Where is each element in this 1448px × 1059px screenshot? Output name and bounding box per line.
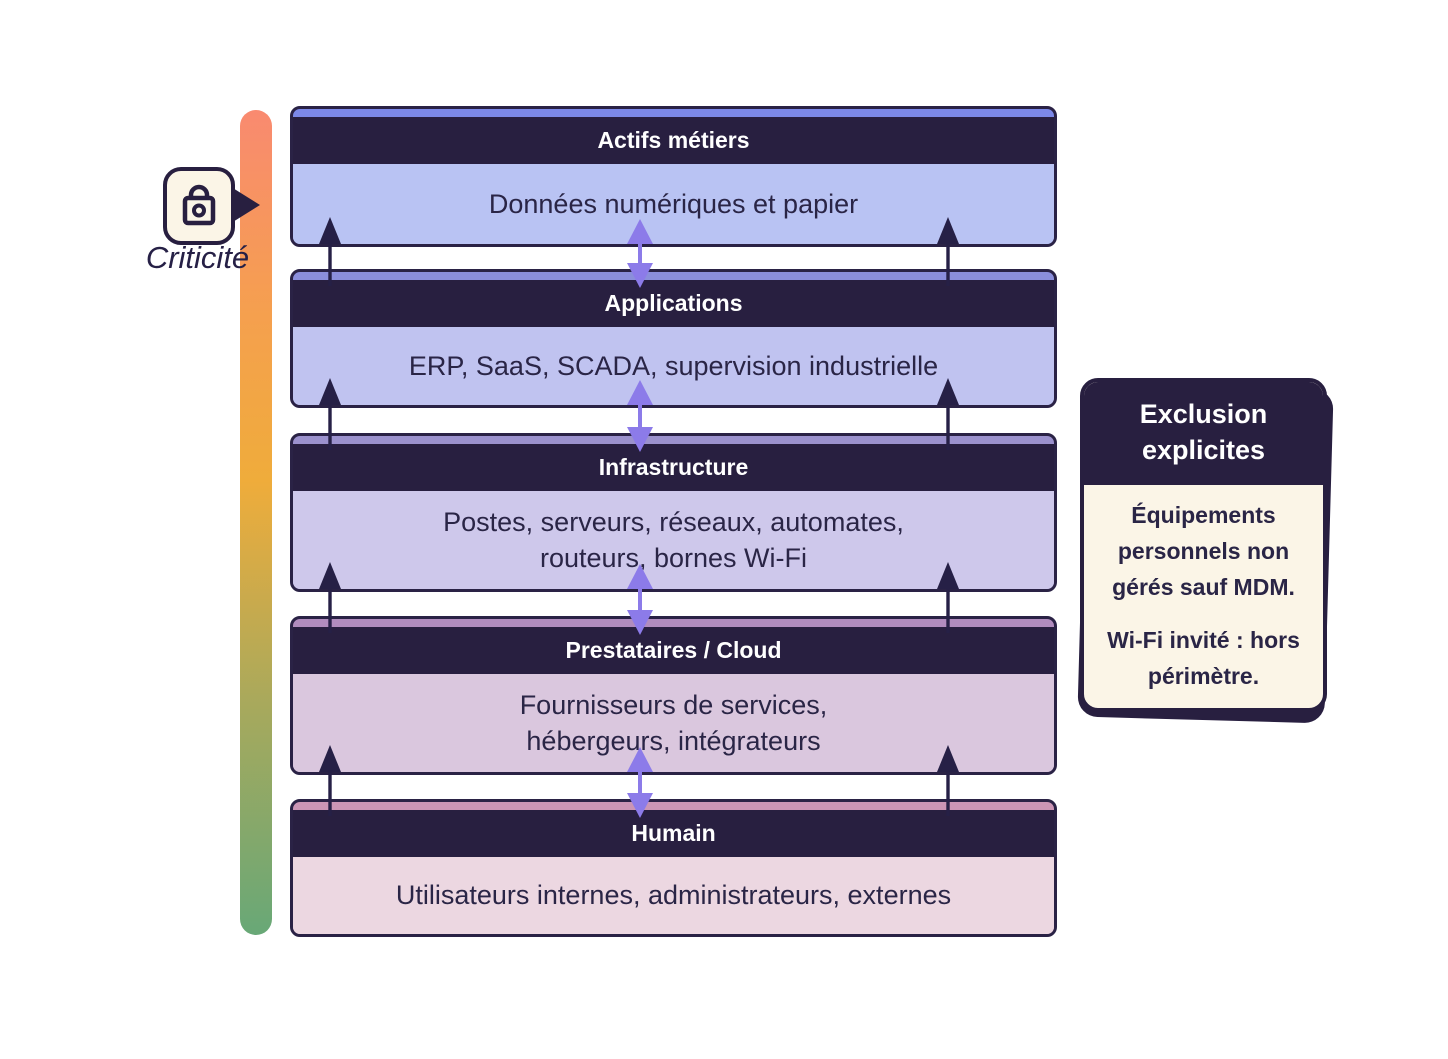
note-title: Exclusion explicites	[1084, 382, 1323, 485]
up-arrow-icon	[936, 217, 960, 286]
layer-actifs-metiers: Actifs métiers Données numériques et pap…	[290, 106, 1057, 247]
layer-title: Actifs métiers	[293, 117, 1054, 164]
bidirectional-arrow-icon	[625, 219, 655, 288]
layer-title: Prestataires / Cloud	[293, 627, 1054, 674]
layer-title: Infrastructure	[293, 444, 1054, 491]
lock-icon	[178, 181, 220, 232]
up-arrow-icon	[318, 562, 342, 633]
up-arrow-icon	[936, 562, 960, 633]
bidirectional-arrow-icon	[625, 380, 655, 452]
bidirectional-arrow-icon	[625, 564, 655, 635]
layer-body: Utilisateurs internes, administrateurs, …	[293, 857, 1054, 934]
layer-body: ERP, SaaS, SCADA, supervision industriel…	[293, 327, 1054, 405]
up-arrow-icon	[318, 378, 342, 450]
exclusion-note: Exclusion explicites Équipements personn…	[1077, 378, 1334, 724]
layer-body: Fournisseurs de services, hébergeurs, in…	[293, 674, 1054, 772]
note-body: Équipements personnels non gérés sauf MD…	[1084, 485, 1323, 708]
bidirectional-arrow-icon	[625, 747, 655, 818]
lock-badge	[163, 167, 235, 245]
layer-humain: Humain Utilisateurs internes, administra…	[290, 799, 1057, 937]
up-arrow-icon	[936, 378, 960, 450]
layer-body: Postes, serveurs, réseaux, automates, ro…	[293, 491, 1054, 589]
up-arrow-icon	[936, 745, 960, 816]
criticality-gradient-bar	[240, 110, 272, 935]
layer-applications: Applications ERP, SaaS, SCADA, supervisi…	[290, 269, 1057, 408]
note-line: Équipements personnels non gérés sauf MD…	[1112, 502, 1295, 600]
layer-title: Applications	[293, 280, 1054, 327]
layer-color-strip	[293, 109, 1054, 117]
up-arrow-icon	[318, 217, 342, 286]
layer-title: Humain	[293, 810, 1054, 857]
criticality-axis-label: Criticité	[145, 240, 250, 275]
up-arrow-icon	[318, 745, 342, 816]
layer-infrastructure: Infrastructure Postes, serveurs, réseaux…	[290, 433, 1057, 592]
layer-body: Données numériques et papier	[293, 164, 1054, 244]
note-line: Wi-Fi invité : hors périmètre.	[1107, 627, 1300, 689]
layer-prestataires-cloud: Prestataires / Cloud Fournisseurs de ser…	[290, 616, 1057, 775]
